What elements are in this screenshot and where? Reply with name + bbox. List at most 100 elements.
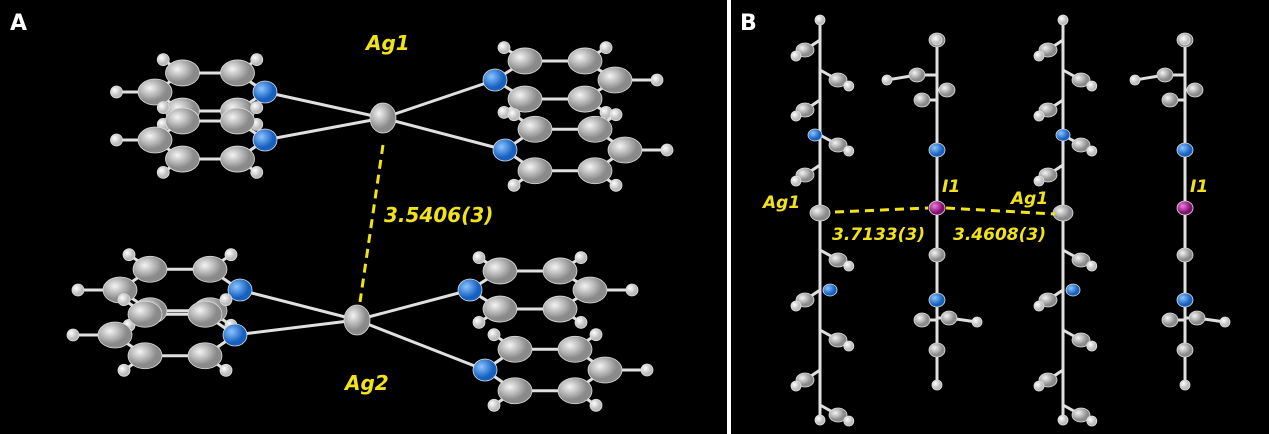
carbon-atom [828, 252, 848, 268]
hydrogen-atom [1086, 340, 1098, 352]
hydrogen-atom [472, 251, 486, 265]
hydrogen-atom [814, 14, 826, 26]
panel-label-b: B [740, 11, 757, 36]
hydrogen-atom [790, 50, 802, 62]
carbon-atom [557, 377, 593, 405]
bond [382, 116, 506, 152]
label-i1-left: I1 [942, 177, 960, 197]
atoms [66, 14, 1231, 427]
hydrogen-atom [589, 328, 603, 342]
hydrogen-atom [1057, 414, 1069, 426]
hydrogen-atom [609, 108, 623, 122]
hydrogen-atom [156, 165, 170, 179]
hydrogen-atom [881, 74, 893, 86]
carbon-atom [597, 66, 633, 94]
carbon-atom [127, 300, 163, 328]
carbon-atom [1176, 247, 1194, 263]
carbon-atom [1071, 72, 1091, 88]
bond [356, 318, 486, 372]
carbon-atom [542, 295, 578, 323]
carbon-atom [482, 257, 518, 285]
nitrogen-atom [1055, 128, 1071, 142]
carbon-atom [192, 255, 228, 283]
label-ag-i-distance-right: 3.4608(3) [953, 225, 1046, 245]
ag-ag-contact-line [358, 144, 385, 303]
bond [382, 78, 496, 120]
hydrogen-atom [971, 316, 983, 328]
hydrogen-atom [219, 363, 233, 377]
carbon-atom [137, 78, 173, 106]
nitrogen-atom [1176, 142, 1194, 158]
carbon-atom [940, 310, 958, 326]
hydrogen-atom [790, 300, 802, 312]
carbon-atom [1071, 252, 1091, 268]
nitrogen-atom [482, 68, 508, 92]
hydrogen-atom [1086, 260, 1098, 272]
hydrogen-atom [250, 53, 264, 67]
carbon-atom [165, 59, 200, 87]
nitrogen-atom [472, 358, 498, 382]
carbon-atom [587, 356, 623, 384]
carbon-atom [828, 407, 848, 423]
carbon-atom [913, 92, 931, 108]
carbon-atom [517, 157, 553, 185]
carbon-atom [928, 247, 946, 263]
label-ag-ag-distance: 3.5406(3) [384, 203, 493, 227]
hydrogen-atom [117, 293, 131, 307]
carbon-atom [828, 137, 848, 153]
carbon-atom [137, 126, 173, 154]
nitrogen-atom [252, 80, 278, 104]
hydrogen-atom [487, 328, 501, 342]
ag-i-contact-line-right [945, 206, 1056, 216]
carbon-atom [1071, 137, 1091, 153]
nitrogen-atom [928, 292, 946, 308]
carbon-atom [1161, 312, 1179, 328]
carbon-atom [577, 115, 613, 143]
carbon-atom [577, 157, 613, 185]
hydrogen-atom [1179, 379, 1191, 391]
hydrogen-atom [122, 248, 136, 262]
hydrogen-atom [931, 379, 943, 391]
label-i1-right: I1 [1190, 177, 1208, 197]
carbon-atom [1186, 82, 1204, 98]
hydrogen-atom [71, 283, 85, 297]
carbon-atom [607, 136, 643, 164]
hydrogen-atom [156, 53, 170, 67]
hydrogen-atom [1086, 80, 1098, 92]
hydrogen-atom [224, 248, 238, 262]
hydrogen-atom [574, 251, 588, 265]
hydrogen-atom [1086, 145, 1098, 157]
carbon-atom [517, 115, 553, 143]
hydrogen-atom [110, 85, 123, 99]
nitrogen-atom [1065, 283, 1081, 297]
hydrogen-atom [472, 315, 486, 329]
carbon-atom [507, 85, 543, 113]
hydrogen-atom [843, 80, 855, 92]
hydrogen-atom [507, 178, 521, 192]
carbon-atom [1156, 67, 1174, 83]
hydrogen-atom [660, 143, 674, 157]
hydrogen-atom [1219, 316, 1231, 328]
carbon-atom [908, 67, 926, 83]
carbon-atom [913, 312, 931, 328]
hydrogen-atom [507, 108, 521, 122]
carbon-atom [127, 342, 163, 370]
hydrogen-atom [843, 260, 855, 272]
hydrogen-atom [487, 398, 501, 412]
hydrogen-atom [1086, 415, 1098, 427]
carbon-atom [220, 107, 255, 135]
hydrogen-atom [1033, 110, 1045, 122]
hydrogen-atom [1057, 14, 1069, 26]
hydrogen-atom [1129, 74, 1141, 86]
nitrogen-atom [222, 323, 248, 347]
hydrogen-atom [250, 165, 264, 179]
carbon-atom [497, 335, 533, 363]
hydrogen-atom [110, 133, 123, 147]
carbon-atom [938, 82, 956, 98]
carbon-atom [165, 107, 200, 135]
carbon-atom [507, 47, 543, 75]
carbon-atom [572, 276, 608, 304]
carbon-atom [187, 300, 223, 328]
iodine-atom [928, 200, 946, 216]
hydrogen-atom [625, 283, 639, 297]
